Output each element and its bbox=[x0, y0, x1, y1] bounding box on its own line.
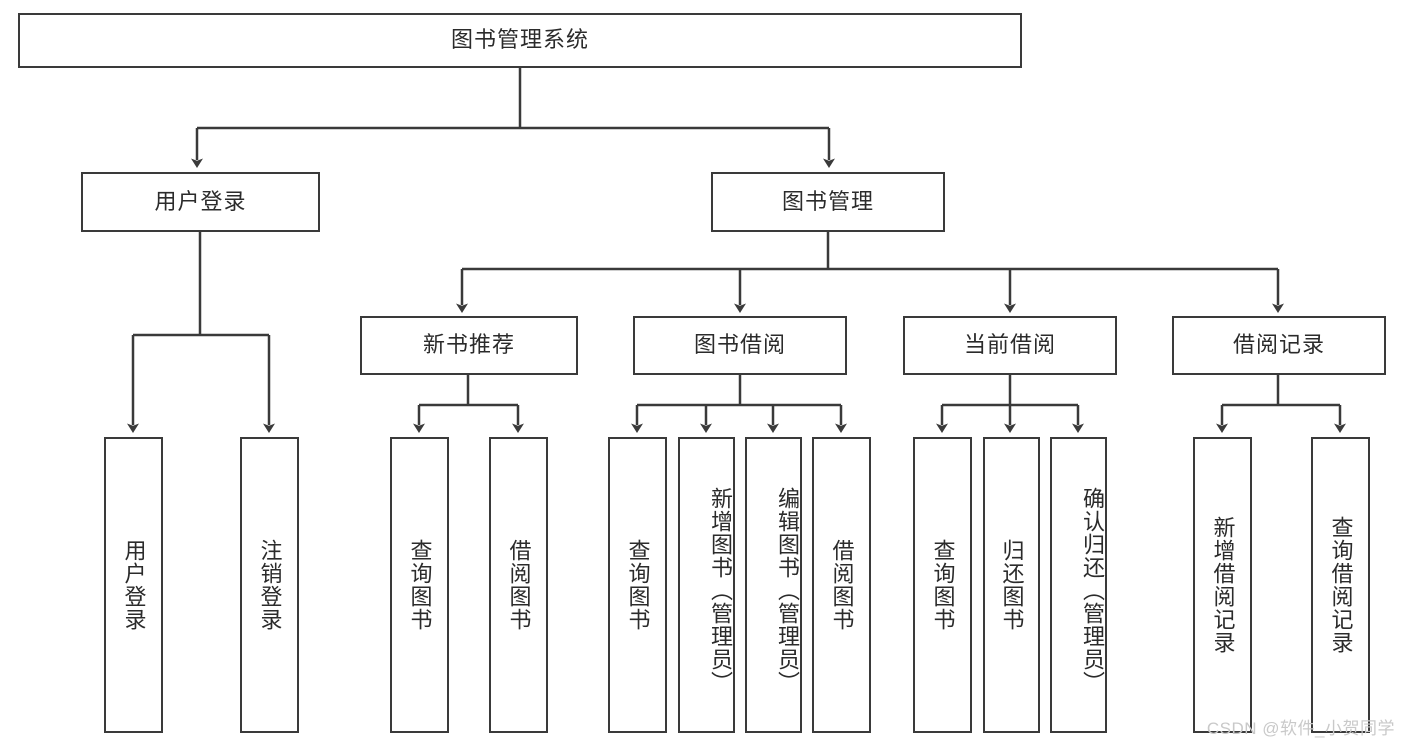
leaf-label: 查询图书 bbox=[625, 539, 651, 631]
leaf-label: 查询借阅记录 bbox=[1328, 516, 1354, 654]
leaf-current-borrow-query[interactable]: 查询图书 bbox=[913, 437, 972, 733]
leaf-book-borrow-add[interactable]: 新增图书（管理员） bbox=[678, 437, 735, 733]
leaf-book-borrow-query[interactable]: 查询图书 bbox=[608, 437, 667, 733]
leaf-current-borrow-confirm[interactable]: 确认归还（管理员） bbox=[1050, 437, 1107, 733]
leaf-label: 用户登录 bbox=[121, 539, 147, 631]
watermark-text: CSDN @软件_小贺同学 bbox=[1206, 719, 1395, 738]
leaf-book-borrow-borrow[interactable]: 借阅图书 bbox=[812, 437, 871, 733]
leaf-user-login-logout[interactable]: 注销登录 bbox=[240, 437, 299, 733]
leaf-new-book-query[interactable]: 查询图书 bbox=[390, 437, 449, 733]
leaf-label: 查询图书 bbox=[930, 539, 956, 631]
node-new-book-recommend[interactable]: 新书推荐 bbox=[360, 316, 578, 375]
leaf-current-borrow-return[interactable]: 归还图书 bbox=[983, 437, 1040, 733]
leaf-label: 新增借阅记录 bbox=[1210, 516, 1236, 654]
leaf-label: 查询图书 bbox=[407, 539, 433, 631]
node-root[interactable]: 图书管理系统 bbox=[18, 13, 1022, 68]
leaf-label: 新增图书（管理员） bbox=[708, 486, 733, 694]
leaf-label: 确认归还（管理员） bbox=[1080, 486, 1105, 694]
leaf-book-borrow-edit[interactable]: 编辑图书（管理员） bbox=[745, 437, 802, 733]
leaf-new-book-borrow[interactable]: 借阅图书 bbox=[489, 437, 548, 733]
leaf-label: 归还图书 bbox=[999, 539, 1025, 631]
leaf-label: 借阅图书 bbox=[829, 539, 855, 631]
node-book-management[interactable]: 图书管理 bbox=[711, 172, 945, 232]
node-user-login[interactable]: 用户登录 bbox=[81, 172, 320, 232]
leaf-borrow-record-query[interactable]: 查询借阅记录 bbox=[1311, 437, 1370, 733]
leaf-label: 编辑图书（管理员） bbox=[775, 486, 800, 694]
leaf-borrow-record-add[interactable]: 新增借阅记录 bbox=[1193, 437, 1252, 733]
node-current-borrow[interactable]: 当前借阅 bbox=[903, 316, 1117, 375]
leaf-label: 借阅图书 bbox=[506, 539, 532, 631]
leaf-user-login-login[interactable]: 用户登录 bbox=[104, 437, 163, 733]
node-book-borrow[interactable]: 图书借阅 bbox=[633, 316, 847, 375]
node-borrow-record[interactable]: 借阅记录 bbox=[1172, 316, 1386, 375]
leaf-label: 注销登录 bbox=[257, 539, 283, 631]
